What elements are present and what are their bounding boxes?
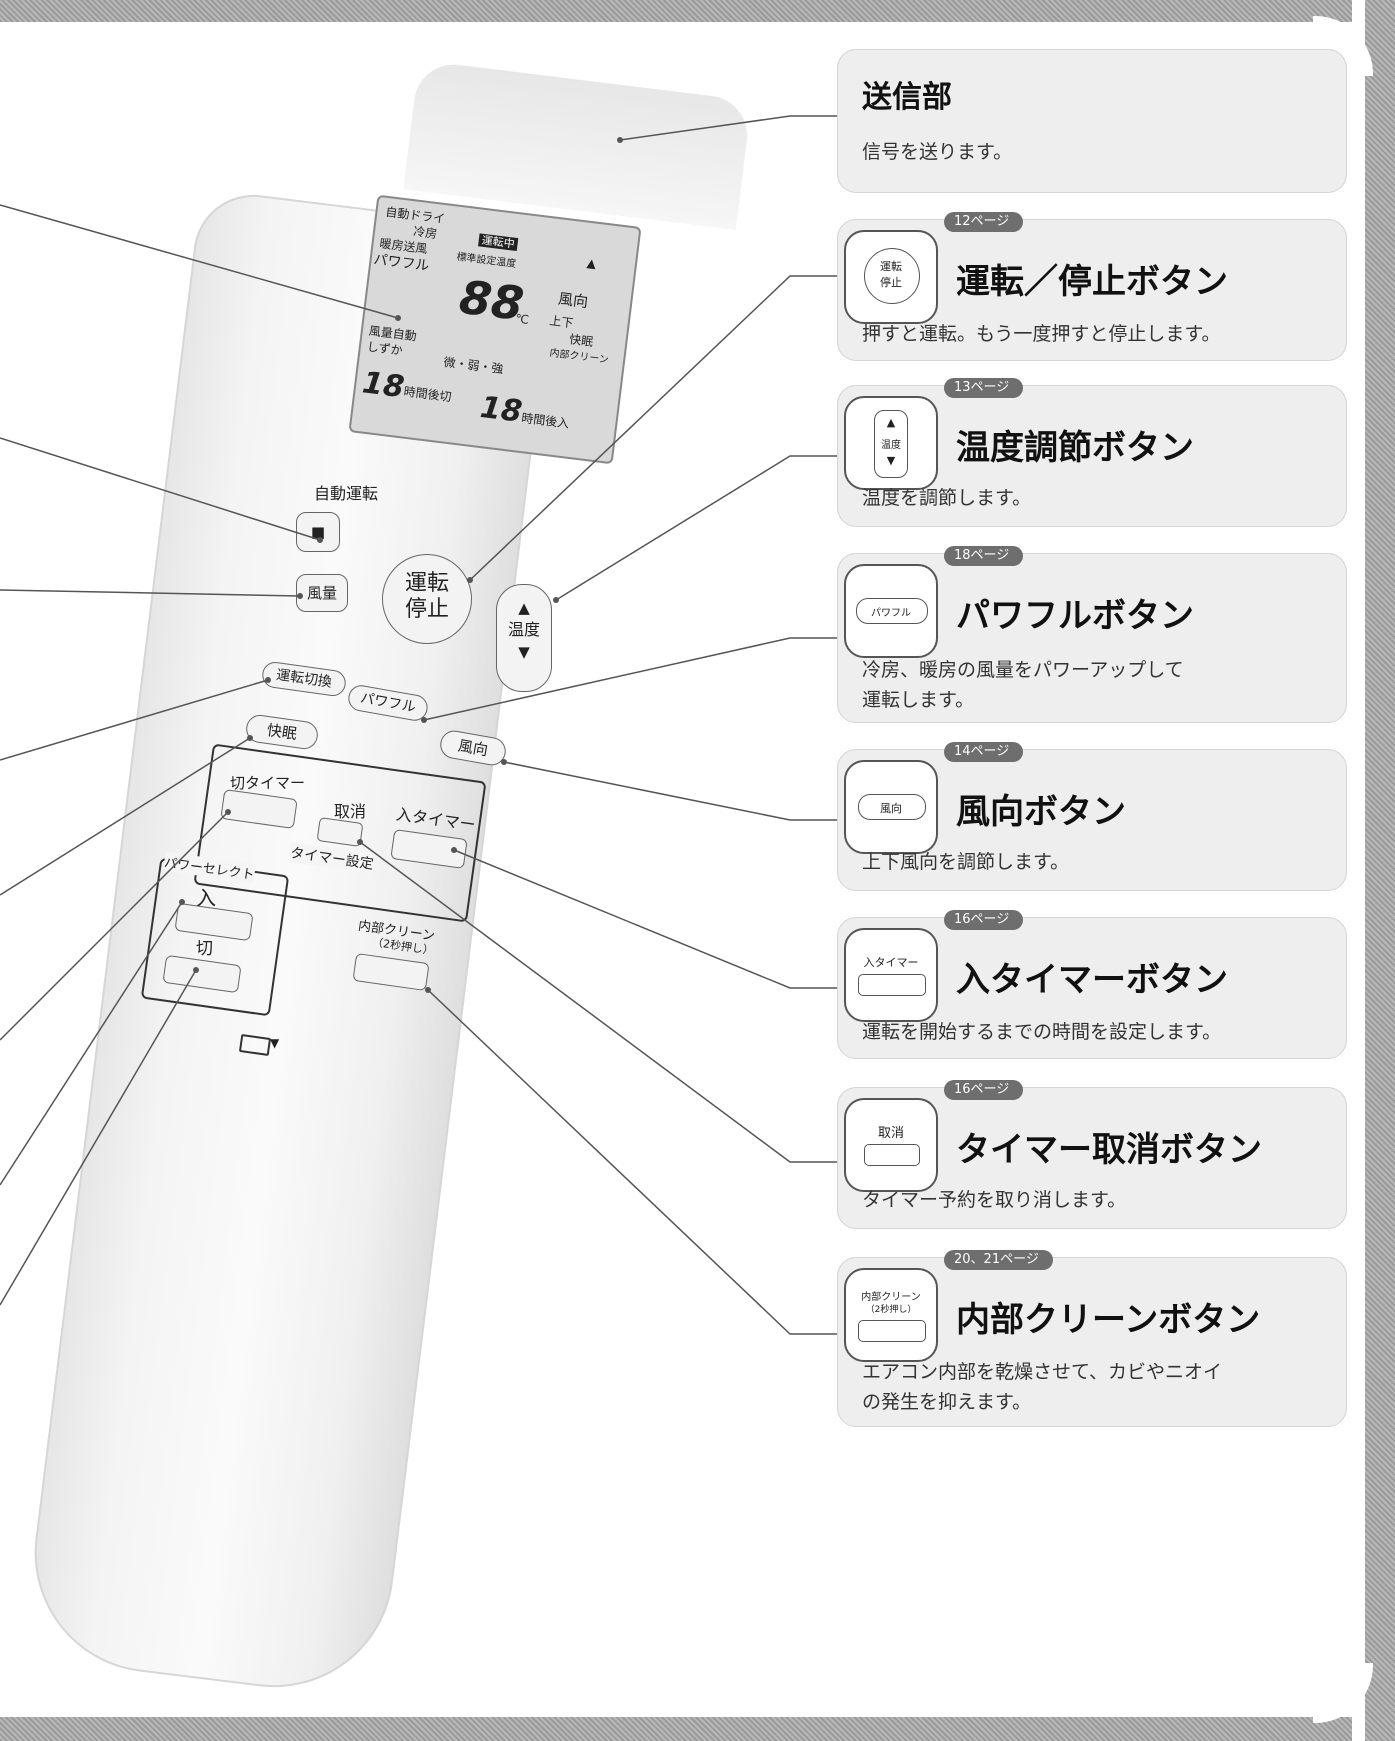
leader-line-left-power-off <box>0 969 197 1306</box>
callout-title: 内部クリーンボタン <box>956 1300 1261 1340</box>
leader-line-temperature <box>555 455 838 601</box>
callout-title: パワフルボタン <box>956 596 1194 636</box>
callout-title: 入タイマーボタン <box>956 960 1228 1000</box>
icon-text: 取消 <box>877 1126 904 1141</box>
leader-line-left-sleep <box>0 737 251 896</box>
leader-line-cancel <box>359 841 838 1163</box>
icon-text: 停止 <box>880 276 902 289</box>
icon-text: 内部クリーン <box>861 1292 921 1303</box>
run-stop-button-label-1: 運転 <box>404 571 449 596</box>
run-stop-button-label-2: 停止 <box>404 597 449 622</box>
auto-run-button[interactable]: ■ <box>296 512 340 552</box>
callout-title: 温度調節ボタン <box>956 428 1194 468</box>
off-timer-label: 切タイマー <box>230 774 306 792</box>
page-ref-badge: 16ページ <box>944 1080 1024 1100</box>
callout-desc: 信号を送ります。 <box>862 141 1013 163</box>
callout-desc: 上下風向を調節します。 <box>862 851 1070 873</box>
page-ref-badge: 18ページ <box>944 546 1024 566</box>
inner-clean-icon: 内部クリーン （2秒押し） <box>844 1268 938 1362</box>
callout-desc: タイマー予約を取り消します。 <box>862 1189 1127 1211</box>
direction-icon: 風向 <box>844 760 938 854</box>
down-arrow-icon: ▼ <box>886 454 896 467</box>
battery-down-icon: ▼ <box>270 1036 280 1050</box>
leader-line-left-lcd <box>0 204 399 319</box>
page-frame-bottom <box>0 1717 1352 1741</box>
callout-desc: エアコン内部を乾燥させて、カビやニオイ <box>862 1361 1223 1383</box>
leader-line-run-stop <box>469 275 838 581</box>
callout-timer-cancel: 16ページ 取消 タイマー取消ボタン タイマー予約を取り消します。 <box>838 1080 1346 1228</box>
up-arrow-icon: ▲ <box>886 416 896 429</box>
callout-desc: 運転を開始するまでの時間を設定します。 <box>862 1021 1222 1043</box>
page-frame-right <box>1365 0 1395 1741</box>
temp-down-icon: ▼ <box>518 643 530 661</box>
leader-line-left-mode <box>0 679 269 761</box>
callout-temperature: 13ページ ▲ 温度 ▼ 温度調節ボタン 温度を調節します。 <box>838 378 1346 526</box>
callout-title: 送信部 <box>862 80 952 115</box>
run-stop-button[interactable]: 運転 停止 <box>382 554 472 644</box>
leader-line-left-off-timer <box>0 811 229 1041</box>
leader-line-powerful <box>423 637 838 721</box>
callout-desc: 押すと運転。もう一度押すと停止します。 <box>862 323 1221 345</box>
callout-direction: 14ページ 風向 風向ボタン 上下風向を調節します。 <box>838 742 1346 890</box>
icon-text: 運転 <box>880 260 902 273</box>
callout-desc: 運転します。 <box>862 689 975 711</box>
temperature-icon: ▲ 温度 ▼ <box>844 396 938 490</box>
callout-transmitter: 送信部 信号を送ります。 <box>838 50 1346 192</box>
cancel-label: 取消 <box>334 802 367 821</box>
leader-line-inner-clean <box>427 989 838 1335</box>
icon-text: 入タイマー <box>863 956 919 969</box>
run-stop-icon: 運転 停止 <box>844 230 938 324</box>
leader-line-direction <box>503 761 838 821</box>
callout-powerful: 18ページ パワフル パワフルボタン 冷房、暖房の風量をパワーアップして 運転し… <box>838 546 1346 722</box>
callout-inner-clean: 20、21ページ 内部クリーン （2秒押し） 内部クリーンボタン エアコン内部を… <box>838 1250 1346 1426</box>
callout-on-timer: 16ページ 入タイマー 入タイマーボタン 運転を開始するまでの時間を設定します。 <box>838 910 1346 1058</box>
leader-line-transmitter <box>619 115 838 141</box>
auto-run-label: 自動運転 <box>314 484 379 503</box>
leader-line-left-auto <box>0 437 321 541</box>
callout-title: 風向ボタン <box>956 792 1126 832</box>
page-ref-badge: 20、21ページ <box>944 1250 1053 1270</box>
power-off-label: 切 <box>196 939 213 959</box>
power-on-label: 入 <box>196 886 216 910</box>
temp-up-icon: ▲ <box>518 599 530 617</box>
callout-desc: 冷房、暖房の風量をパワーアップして <box>862 659 1184 681</box>
callout-title: 運転／停止ボタン <box>956 262 1228 302</box>
page-ref-badge: 12ページ <box>944 212 1024 232</box>
icon-text: パワフル <box>871 608 911 619</box>
on-timer-icon: 入タイマー <box>844 928 938 1022</box>
icon-text: 温度 <box>881 440 901 451</box>
leader-line-left-fan <box>0 589 301 597</box>
callout-desc: 温度を調節します。 <box>862 487 1032 509</box>
leader-line-on-timer <box>453 849 838 989</box>
page-ref-badge: 13ページ <box>944 378 1024 398</box>
fan-speed-button[interactable]: 風量 <box>296 574 348 612</box>
temp-button-label: 温度 <box>507 620 540 639</box>
leader-line-left-power-on <box>0 901 183 1186</box>
page-ref-badge: 14ページ <box>944 742 1024 762</box>
callout-run-stop: 12ページ 運転 停止 運転／停止ボタン 押すと運転。もう一度押すと停止します。 <box>838 212 1346 360</box>
icon-text: （2秒押し） <box>865 1305 917 1315</box>
callout-desc: の発生を抑えます。 <box>862 1391 1032 1413</box>
icon-text: 風向 <box>880 802 902 815</box>
callout-title: タイマー取消ボタン <box>956 1130 1262 1170</box>
timer-cancel-icon: 取消 <box>844 1098 938 1192</box>
page-frame-top <box>0 0 1352 22</box>
page-ref-badge: 16ページ <box>944 910 1024 930</box>
powerful-icon: パワフル <box>844 564 938 658</box>
temperature-button[interactable]: ▲ 温度 ▼ <box>496 584 552 692</box>
